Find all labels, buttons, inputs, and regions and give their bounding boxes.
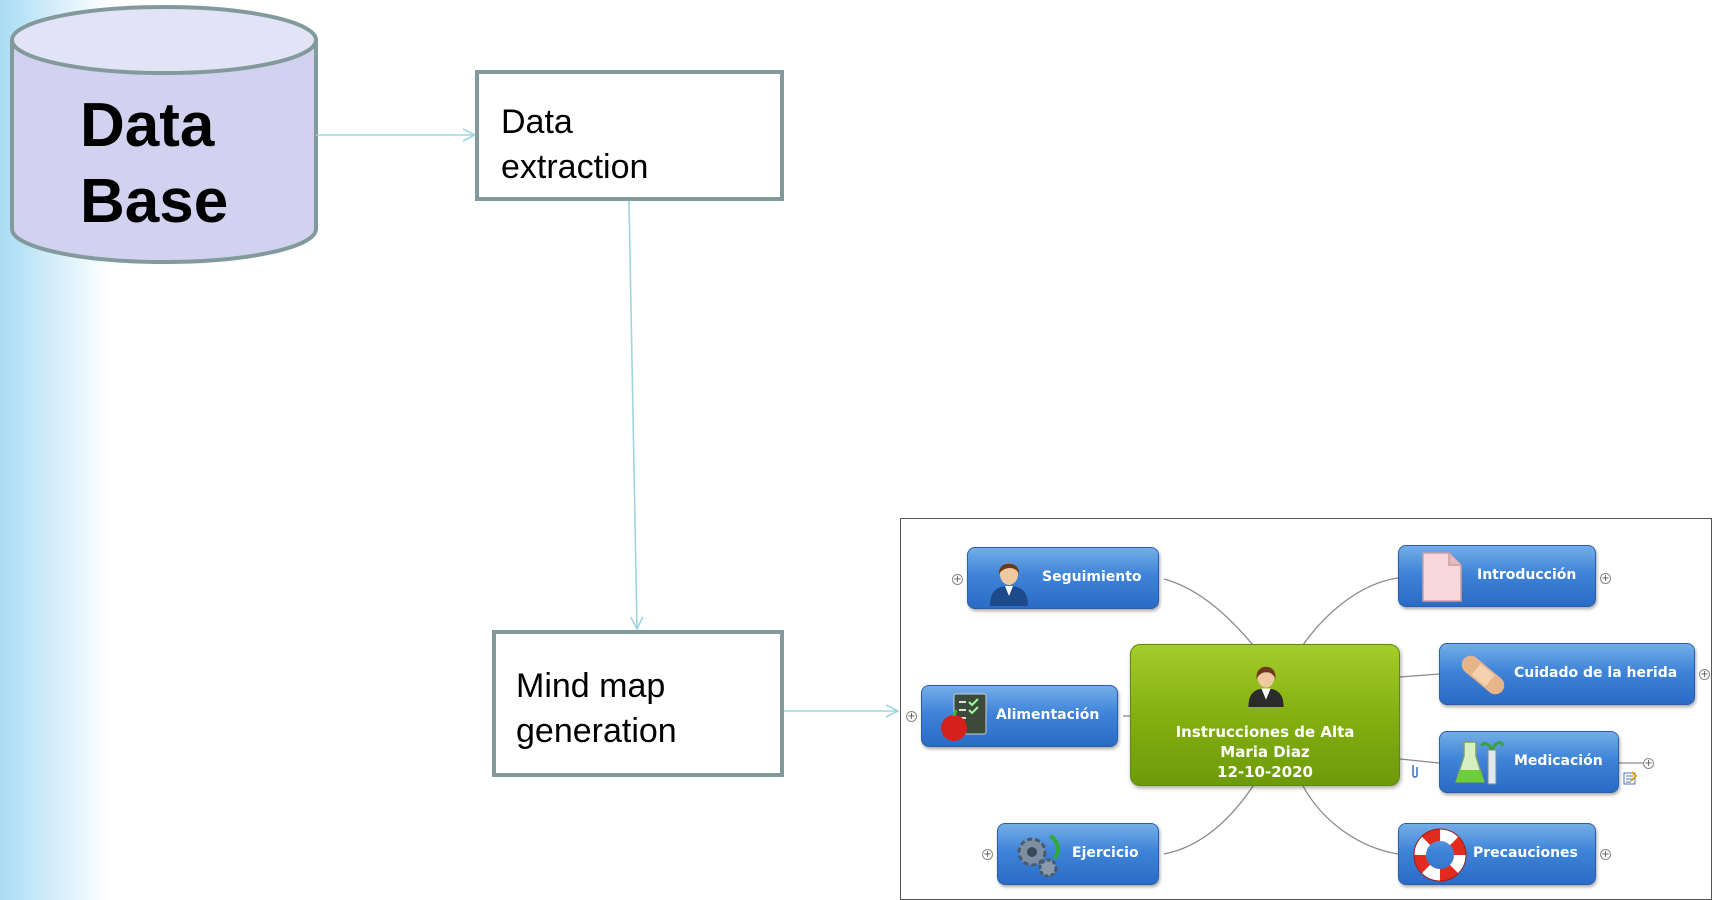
connector-ejercicio: [1163, 785, 1254, 855]
data-extraction-box: Data extraction: [475, 70, 784, 201]
mind-map-panel: + Seguimiento + Alimentación + Ejercicio: [900, 518, 1712, 900]
topic-ejercicio-label: Ejercicio: [1072, 845, 1139, 861]
expand-medicacion-icon[interactable]: +: [1643, 758, 1654, 769]
connector-cuidado: [1399, 673, 1440, 678]
topic-seguimiento[interactable]: Seguimiento: [967, 547, 1159, 609]
expand-ejercicio-icon[interactable]: +: [982, 849, 993, 860]
mind-map-generation-label-line1: Mind map: [516, 667, 666, 705]
topic-seguimiento-label: Seguimiento: [1042, 569, 1142, 585]
expand-precauciones-icon[interactable]: +: [1600, 849, 1611, 860]
topic-precauciones-label: Precauciones: [1473, 845, 1578, 861]
topic-cuidado-label: Cuidado de la herida: [1514, 665, 1678, 681]
expand-alimentacion-icon[interactable]: +: [906, 711, 917, 722]
arrow-extraction-to-mindmap: [628, 200, 637, 629]
mind-map-generation-label-line2: generation: [516, 712, 677, 750]
expand-introduccion-icon[interactable]: +: [1600, 573, 1611, 584]
flask-icon: [1454, 741, 1504, 785]
woman-doctor-icon: [1248, 666, 1284, 707]
lifebuoy-icon: [1413, 828, 1467, 882]
connector-introduccion: [1302, 577, 1399, 646]
database-label-line1: Data: [80, 91, 215, 160]
gears-icon: [1017, 834, 1061, 878]
central-topic[interactable]: Instrucciones de Alta Maria Diaz 12-10-2…: [1130, 644, 1400, 786]
central-topic-patient: Maria Diaz: [1220, 743, 1310, 761]
mind-map-generation-box: Mind map generation: [492, 630, 784, 777]
connector-seguimiento: [1163, 578, 1254, 646]
central-topic-text: Instrucciones de Alta Maria Diaz 12-10-2…: [1131, 722, 1399, 782]
mind-map-connectors: [1123, 577, 1643, 855]
note-icon[interactable]: [1623, 771, 1638, 785]
data-extraction-label-line1: Data: [501, 103, 573, 141]
paperclip-icon[interactable]: [1411, 763, 1419, 779]
document-icon: [1422, 552, 1462, 602]
topic-precauciones[interactable]: Precauciones: [1398, 823, 1596, 885]
woman-avatar-icon: [990, 563, 1028, 606]
topic-alimentacion[interactable]: Alimentación: [921, 685, 1118, 747]
expand-cuidado-icon[interactable]: +: [1699, 669, 1710, 680]
topic-medicacion[interactable]: Medicación: [1439, 731, 1619, 793]
topic-cuidado[interactable]: Cuidado de la herida: [1439, 643, 1695, 705]
data-extraction-label-line2: extraction: [501, 148, 649, 186]
topic-ejercicio[interactable]: Ejercicio: [997, 823, 1159, 885]
topic-medicacion-label: Medicación: [1514, 753, 1603, 769]
central-topic-date: 12-10-2020: [1217, 763, 1313, 781]
central-topic-title: Instrucciones de Alta: [1175, 723, 1355, 741]
topic-alimentacion-label: Alimentación: [996, 707, 1100, 723]
bandage-icon: [1461, 655, 1505, 695]
connector-medicacion: [1399, 758, 1440, 764]
database-label: Data Base: [80, 88, 280, 240]
database-cylinder: [10, 5, 318, 264]
connector-precauciones: [1302, 785, 1399, 855]
topic-introduccion-label: Introducción: [1477, 567, 1577, 583]
database-label-line2: Base: [80, 167, 229, 236]
topic-introduccion[interactable]: Introducción: [1398, 545, 1596, 607]
apple-checklist-icon: [941, 693, 987, 741]
expand-seguimiento-icon[interactable]: +: [952, 574, 963, 585]
